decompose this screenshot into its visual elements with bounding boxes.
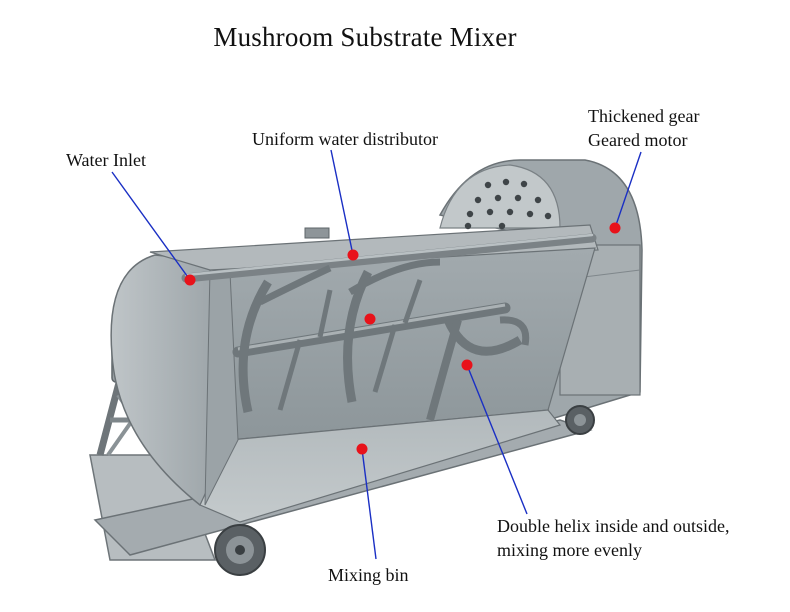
motor-housing xyxy=(438,159,643,422)
label-water-distributor: Uniform water distributor xyxy=(252,129,438,149)
marker-mixing-bin xyxy=(356,443,368,455)
marker-helix xyxy=(461,359,473,371)
marker-water-distributor xyxy=(347,249,359,261)
diagram-title: Mushroom Substrate Mixer xyxy=(213,22,517,52)
label-gear-line2: Geared motor xyxy=(588,130,688,150)
label-water-inlet: Water Inlet xyxy=(66,150,147,170)
marker-gear-motor xyxy=(609,222,621,234)
marker-shaft xyxy=(364,313,376,325)
helix-agitator xyxy=(232,258,530,422)
label-mixing-bin: Mixing bin xyxy=(328,565,409,585)
motor-vent-holes xyxy=(464,178,552,230)
water-distributor-pipe xyxy=(181,233,597,283)
label-helix-line2: mixing more evenly xyxy=(497,540,642,560)
marker-dots xyxy=(184,222,621,455)
label-gear-line1: Thickened gear xyxy=(588,106,700,126)
marker-water-inlet xyxy=(184,274,196,286)
callout-lines xyxy=(111,149,642,560)
label-helix-line1: Double helix inside and outside, xyxy=(497,516,730,536)
wheel-front xyxy=(214,524,266,576)
mixing-bin-body xyxy=(110,224,599,523)
wheel-rear xyxy=(565,405,595,435)
